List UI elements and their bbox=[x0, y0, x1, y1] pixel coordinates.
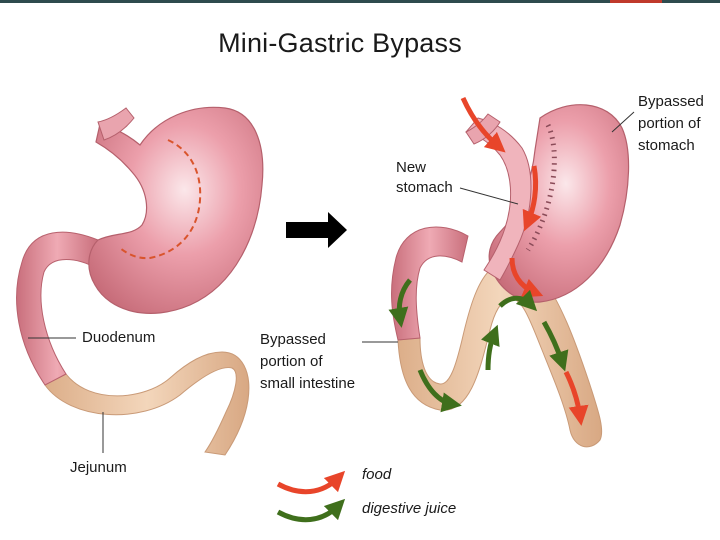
label-new-stomach-1: New bbox=[396, 158, 426, 177]
bypass-duodenum-loop bbox=[392, 227, 468, 340]
label-bypassed-intestine-3: small intestine bbox=[260, 374, 355, 393]
legend-juice-label: digestive juice bbox=[362, 500, 456, 517]
label-bypassed-stomach-3: stomach bbox=[638, 136, 695, 155]
label-jejunum: Jejunum bbox=[70, 458, 127, 477]
jejunum-shape bbox=[45, 352, 249, 455]
label-bypassed-stomach-2: portion of bbox=[638, 114, 701, 133]
juice-arrow-3 bbox=[488, 334, 494, 370]
transition-arrow bbox=[286, 212, 347, 248]
legend-food-arrow bbox=[278, 478, 338, 492]
legend-food-label: food bbox=[362, 466, 391, 483]
label-bypassed-stomach-1: Bypassed bbox=[638, 92, 704, 111]
label-bypassed-intestine-1: Bypassed bbox=[260, 330, 326, 349]
legend-juice-arrow bbox=[278, 506, 338, 520]
duodenum-shape bbox=[17, 232, 98, 385]
original-anatomy bbox=[17, 107, 263, 455]
label-duodenum: Duodenum bbox=[82, 328, 155, 347]
label-bypassed-intestine-2: portion of bbox=[260, 352, 323, 371]
label-new-stomach-2: stomach bbox=[396, 178, 453, 197]
stomach-original bbox=[89, 107, 263, 313]
new-stomach-pointer bbox=[460, 188, 518, 204]
bypass-anatomy bbox=[392, 98, 629, 447]
